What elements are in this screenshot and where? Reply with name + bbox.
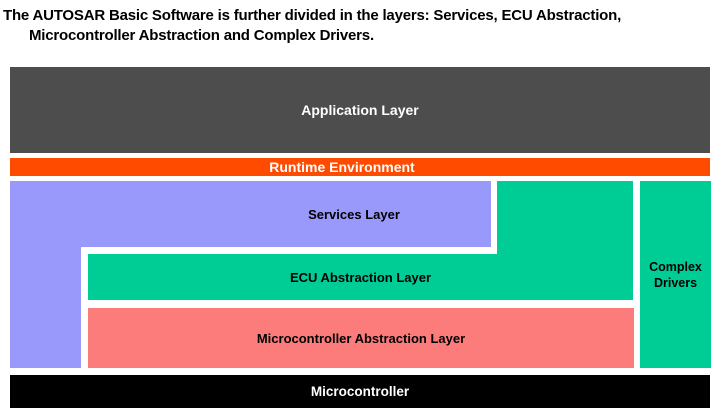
application-layer-label: Application Layer (301, 102, 419, 118)
services-layer-label-row: Services Layer (10, 181, 710, 247)
microcontroller-bar: Microcontroller (10, 375, 710, 408)
runtime-environment-bar: Runtime Environment (10, 158, 710, 176)
ecu-abstraction-box-horizontal: ECU Abstraction Layer (88, 254, 633, 300)
services-layer-label: Services Layer (308, 206, 400, 222)
complex-drivers-label: Complex Drivers (649, 259, 702, 290)
runtime-environment-label: Runtime Environment (269, 159, 415, 175)
services-layer-box-vertical (10, 181, 81, 368)
application-layer-box: Application Layer (10, 67, 710, 153)
caption-line-1: The AUTOSAR Basic Software is further di… (3, 7, 622, 24)
microcontroller-label: Microcontroller (310, 384, 410, 399)
ecu-abstraction-layer-label: ECU Abstraction Layer (289, 269, 432, 285)
microcontroller-abstraction-layer-label: Microcontroller Abstraction Layer (256, 330, 466, 346)
caption-line-2: Microcontroller Abstraction and Complex … (29, 27, 374, 44)
services-layer-box-horizontal (10, 181, 491, 247)
complex-drivers-box: Complex Drivers (640, 181, 711, 368)
microcontroller-abstraction-layer-box: Microcontroller Abstraction Layer (88, 308, 634, 368)
diagram-caption: The AUTOSAR Basic Software is further di… (3, 6, 717, 46)
